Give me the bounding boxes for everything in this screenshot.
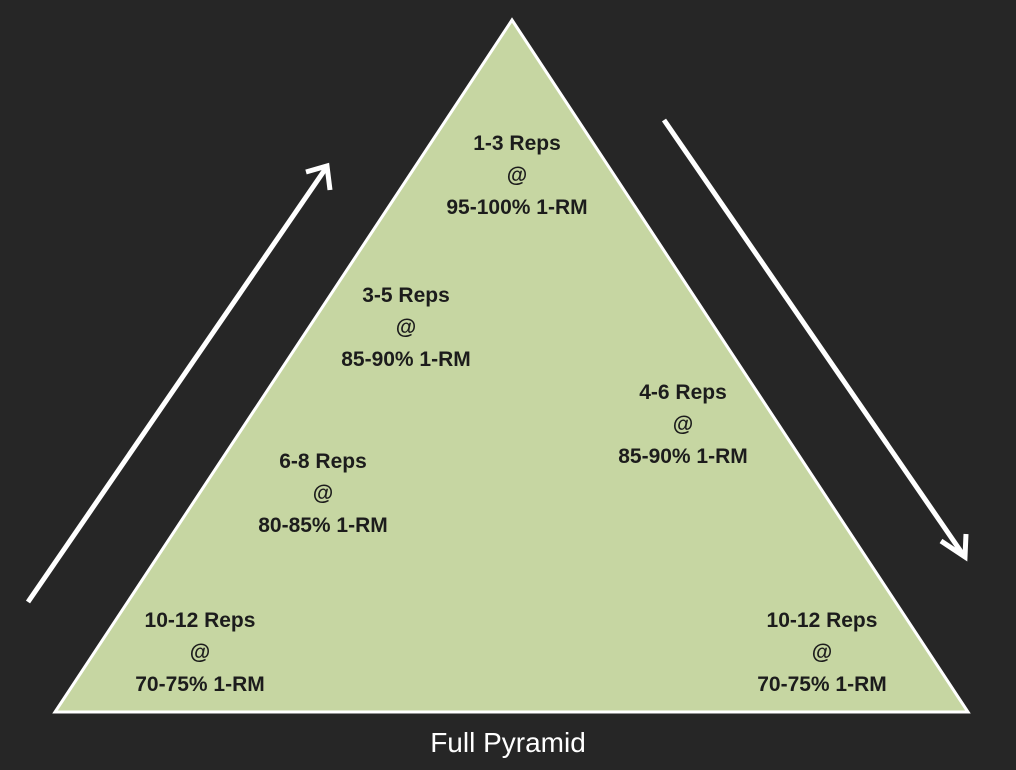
tier-load: 85-90% 1-RM [618, 445, 748, 468]
tier-reps: 10-12 Reps [766, 609, 878, 632]
tier-left-middle: 6-8 Reps @ 80-85% 1-RM [203, 446, 443, 542]
tier-load: 85-90% 1-RM [341, 348, 471, 371]
tier-reps: 10-12 Reps [144, 609, 256, 632]
tier-load: 95-100% 1-RM [446, 196, 588, 219]
arrow-down-right-icon [661, 118, 969, 562]
tier-reps: 4-6 Reps [639, 381, 727, 404]
arrow-up-right-icon [25, 162, 333, 604]
tier-at-symbol: @ [189, 641, 211, 664]
tier-load: 70-75% 1-RM [757, 673, 887, 696]
diagram-caption: Full Pyramid [430, 727, 586, 758]
tier-left-bottom: 10-12 Reps @ 70-75% 1-RM [80, 605, 320, 701]
tier-at-symbol: @ [395, 316, 417, 339]
tier-load: 70-75% 1-RM [135, 673, 265, 696]
tier-at-symbol: @ [312, 482, 334, 505]
tier-right-middle: 4-6 Reps @ 85-90% 1-RM [563, 377, 803, 473]
tier-at-symbol: @ [506, 164, 528, 187]
tier-load: 80-85% 1-RM [258, 514, 388, 537]
tier-at-symbol: @ [811, 641, 833, 664]
tier-reps: 6-8 Reps [279, 450, 367, 473]
tier-right-bottom: 10-12 Reps @ 70-75% 1-RM [702, 605, 942, 701]
tier-reps: 3-5 Reps [362, 284, 450, 307]
tier-left-upper: 3-5 Reps @ 85-90% 1-RM [286, 280, 526, 376]
tier-at-symbol: @ [672, 413, 694, 436]
pyramid-triangle [52, 17, 971, 714]
tier-reps: 1-3 Reps [473, 132, 561, 155]
tier-top: 1-3 Reps @ 95-100% 1-RM [397, 128, 637, 224]
